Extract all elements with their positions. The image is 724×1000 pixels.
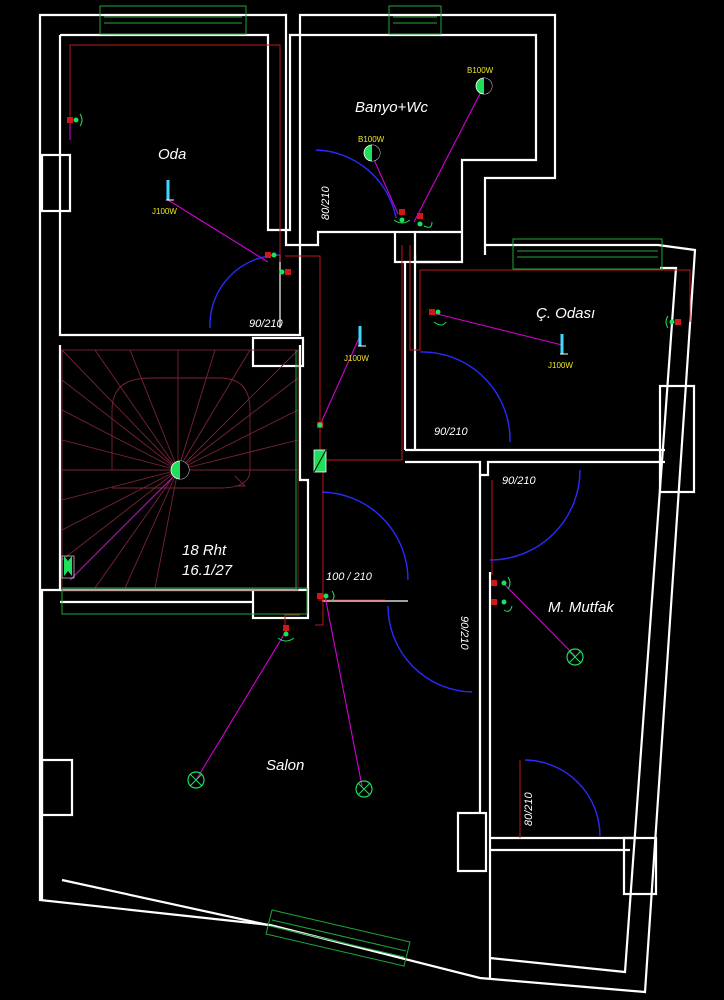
door-label-mutfak-lower: 80/210 (523, 791, 535, 826)
stair-switch (61, 555, 75, 579)
door-label-mutfak: 90/210 (502, 475, 537, 487)
door-label-oda: 90/210 (249, 318, 284, 330)
door-label-salon: 90/210 (458, 616, 470, 651)
stair-tread-line (177, 377, 299, 471)
ceiling-light-oda (166, 180, 174, 201)
fixtures (61, 77, 681, 798)
room-label-banyo: Banyo+Wc (355, 99, 428, 116)
room-label-salon: Salon (266, 757, 304, 774)
stair-label-ratio: 16.1/27 (182, 562, 233, 579)
stair-tread-line (61, 349, 179, 471)
windows (61, 5, 663, 967)
stair-tread-line (61, 469, 179, 561)
wall-light-stair (170, 460, 190, 480)
door-swing-mutfak-lower (524, 759, 601, 837)
door-label-hall: 100 / 210 (326, 571, 373, 583)
room-label-mutfak: M. Mutfak (548, 599, 615, 616)
ceiling-light-hall (358, 326, 366, 347)
stair-tread-line (61, 409, 179, 471)
fixture-label-banyo-upper: B100W (467, 66, 494, 75)
door-label-banyo: 80/210 (320, 185, 332, 220)
door-swing-salon (387, 605, 473, 693)
stair-tread-line (61, 379, 179, 471)
wiring (69, 85, 576, 787)
lamp-salon-left (187, 771, 205, 789)
door-swing-mutfak (489, 469, 581, 561)
stair-tread-line (177, 349, 299, 471)
stair-label-risers: 18 Rht (182, 542, 227, 559)
stair-tread-line (94, 349, 179, 471)
window-salon (265, 909, 411, 967)
stair-tread-line (177, 349, 216, 471)
stair-tread-line (124, 469, 179, 589)
fixture-label-cocuk: J100W (548, 361, 573, 370)
door-labels: 90/210 80/210 90/210 90/210 100 / 210 90… (249, 185, 537, 826)
wall-light-banyo-upper (475, 77, 493, 95)
lamp-salon-right (355, 780, 373, 798)
fixture-label-oda: J100W (152, 207, 177, 216)
room-labels: Oda Banyo+Wc Ç. Odası Salon M. Mutfak 18… (158, 99, 615, 774)
stair-tread-line (177, 439, 299, 471)
stair-tread-line (154, 469, 179, 589)
fixture-labels: J100W J100W J100W B100W B100W (152, 66, 573, 370)
window-banyo (388, 5, 442, 35)
fixture-label-banyo-lower: B100W (358, 135, 385, 144)
lamp-mutfak (566, 648, 584, 666)
stair-tread-line (61, 469, 179, 531)
wall-light-banyo-lower (363, 144, 381, 162)
stair-tread-line (129, 349, 179, 471)
room-label-cocuk: Ç. Odası (536, 305, 595, 322)
stair-tread-line (61, 439, 179, 471)
door-label-cocuk: 90/210 (434, 426, 469, 438)
ceiling-light-cocuk (560, 334, 568, 355)
stair-tread-line (61, 469, 179, 501)
fixture-label-hall: J100W (344, 354, 369, 363)
room-label-oda: Oda (158, 146, 186, 163)
stair-tread-line (94, 469, 179, 589)
window-oda (99, 5, 247, 35)
switch-markers (67, 113, 681, 642)
doors (209, 149, 601, 837)
walls (38, 13, 697, 994)
electric-panel (313, 449, 327, 473)
electric-lines (69, 44, 691, 838)
stair-tread-line (177, 349, 251, 471)
stair-tread-line (177, 409, 299, 471)
door-swing-hall (321, 491, 409, 581)
door-swing-cocuk (419, 351, 511, 443)
staircase (61, 349, 299, 591)
door-swing-banyo (315, 149, 397, 219)
window-cocuk (512, 238, 663, 270)
